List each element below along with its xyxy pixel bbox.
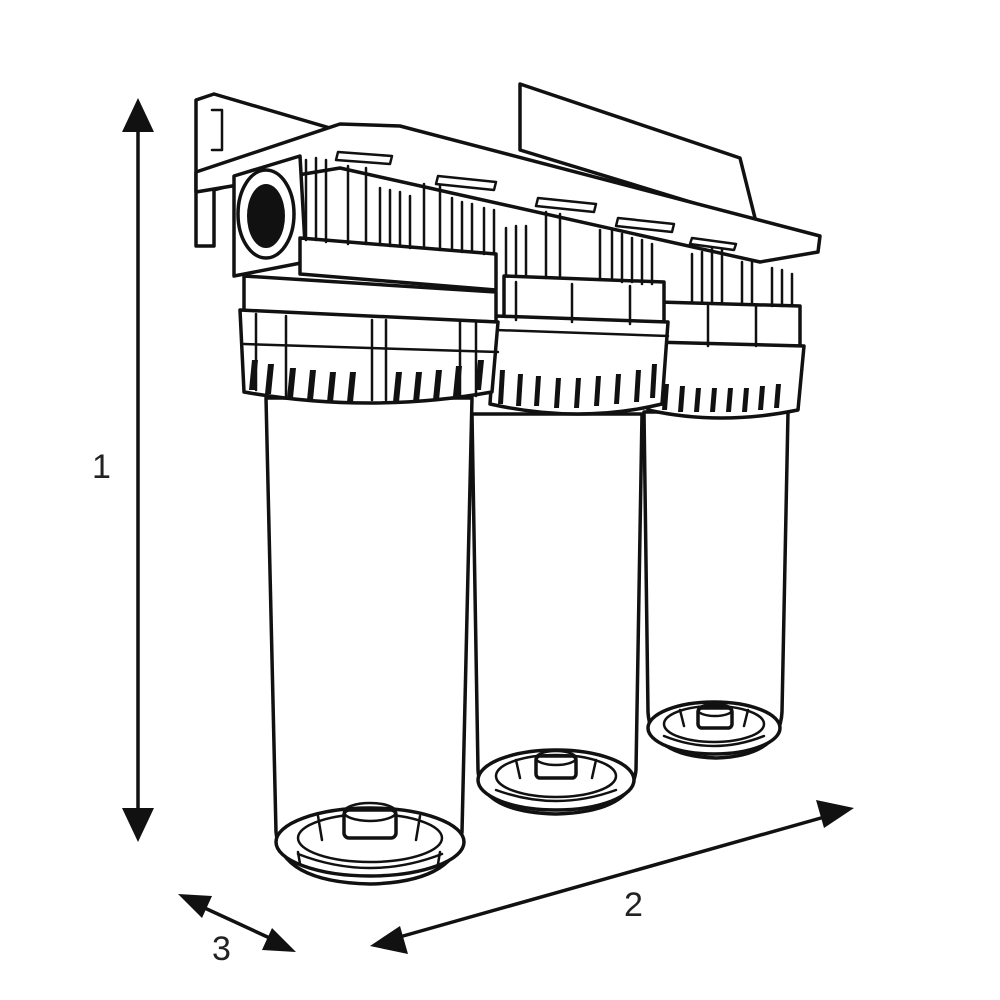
depth-dimension-arrow	[178, 894, 296, 952]
width-dimension-arrow	[370, 800, 854, 954]
depth-label: 3	[212, 930, 231, 968]
filter-housing-2	[470, 210, 670, 816]
cap-grip-2	[498, 364, 657, 408]
cap-grip-3	[662, 384, 781, 412]
filter-housing-3	[642, 246, 806, 760]
filter-housing-1	[232, 154, 500, 886]
height-label: 1	[92, 448, 111, 486]
cap-grip-1	[249, 360, 484, 402]
width-label: 2	[624, 886, 643, 924]
height-dimension-arrow	[122, 98, 154, 842]
